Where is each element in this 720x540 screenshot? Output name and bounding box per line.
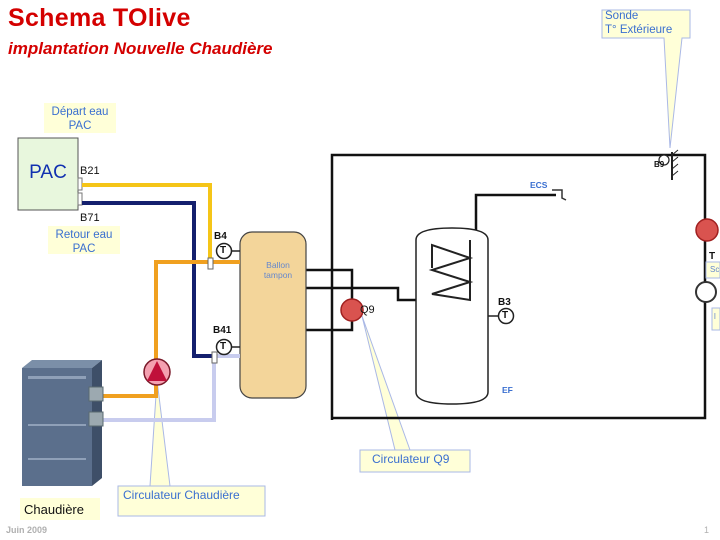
depart-label-box xyxy=(44,103,116,133)
connector-b41 xyxy=(211,351,218,364)
chaudiere-label-box xyxy=(20,498,100,520)
hot-water-tank xyxy=(415,227,489,405)
page-title: Schema TOlive xyxy=(8,4,191,32)
circulateur-chaudiere-label: Circulateur Chaudière xyxy=(123,488,240,502)
retour-eau-pac-label: Retour eau PAC xyxy=(55,229,113,255)
right-callout-1 xyxy=(705,261,720,279)
right-edge-label-1: Sc xyxy=(710,265,720,274)
t-b41-text: T xyxy=(220,341,227,352)
sonde-label-line2: T° Extérieure xyxy=(605,24,673,36)
sonde-callout xyxy=(601,9,691,149)
pac-port-b21 xyxy=(77,177,83,191)
connector-b4 xyxy=(207,257,214,270)
b3-label: B3 xyxy=(498,297,511,308)
right-edge-label-2: l xyxy=(714,312,716,321)
circulateur-q9-label: Circulateur Q9 xyxy=(372,452,450,466)
pac-port-b71 xyxy=(77,192,83,206)
b21-label: B21 xyxy=(80,165,100,177)
heating-coil xyxy=(428,240,474,302)
pipe-depart-chaudiere xyxy=(102,260,240,398)
footer-date: Juin 2009 xyxy=(6,525,48,535)
ballon-tampon-label: Ballon tampon xyxy=(263,260,293,280)
depart-eau-pac-label: Départ eau PAC xyxy=(51,106,109,132)
chaudiere-label: Chaudière xyxy=(24,502,84,517)
t-b4-text: T xyxy=(220,245,227,256)
ecs-label: ECS xyxy=(530,180,548,190)
sensor-b9-symbol xyxy=(658,149,679,180)
sensor-b3-symbol xyxy=(488,307,515,325)
pac-unit xyxy=(17,137,79,211)
sensor-b4-symbol xyxy=(215,242,240,260)
ballon-tampon xyxy=(239,231,307,399)
pac-label: PAC xyxy=(29,162,67,183)
sensor-b41-symbol xyxy=(215,338,240,356)
ecs-tap-icon xyxy=(552,189,567,201)
pump-q9-icon xyxy=(340,298,364,322)
chaudiere-boiler xyxy=(22,360,104,486)
retour-label-box xyxy=(48,226,120,254)
pipe-retour-chaudiere xyxy=(102,354,240,422)
b71-label: B71 xyxy=(80,212,100,224)
b9-label: B9 xyxy=(654,160,665,169)
main-circuit xyxy=(306,153,707,420)
b4-label: B4 xyxy=(214,231,227,242)
page-number: 1 xyxy=(704,525,710,535)
ef-label: EF xyxy=(502,385,513,395)
t-b3-text: T xyxy=(502,310,509,321)
q9-label: Q9 xyxy=(360,304,375,316)
sonde-label-line1: Sonde xyxy=(605,10,639,22)
pump-chaudiere-icon xyxy=(143,358,171,386)
right-callout-2 xyxy=(711,307,720,331)
right-valve-icon xyxy=(695,281,717,303)
page-subtitle: implantation Nouvelle Chaudière xyxy=(8,39,273,58)
right-pump-icon xyxy=(695,218,719,242)
b41-label: B41 xyxy=(213,325,232,336)
right-t-label: T xyxy=(709,251,716,262)
